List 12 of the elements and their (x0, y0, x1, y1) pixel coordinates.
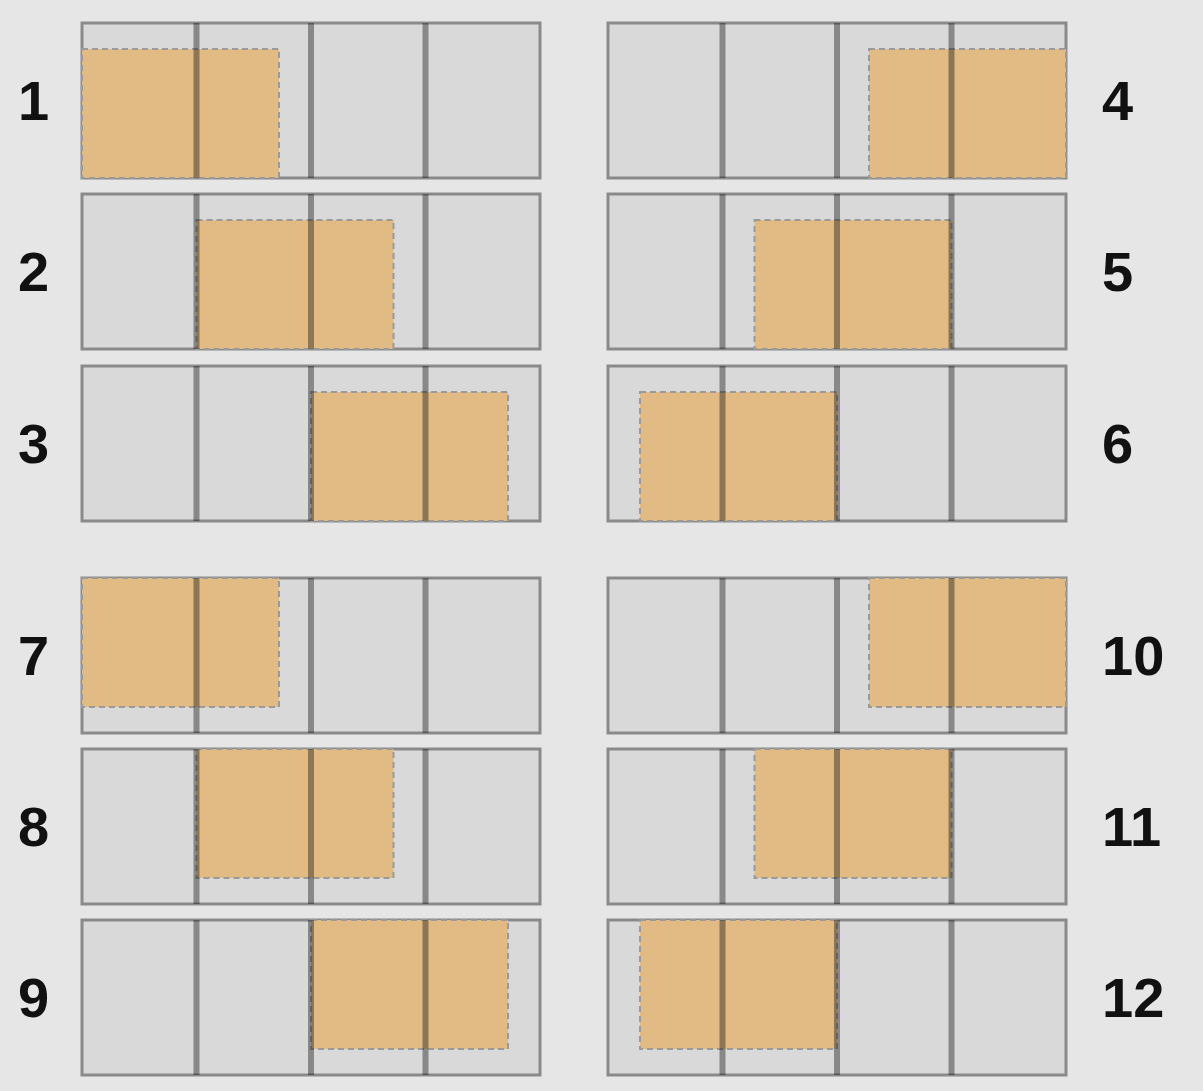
step-number: 12 (1102, 968, 1165, 1028)
step-number: 5 (1102, 242, 1134, 302)
step-number: 1 (18, 71, 50, 131)
step-number: 11 (1102, 797, 1162, 857)
step-number: 8 (18, 797, 50, 857)
step-number: 7 (18, 626, 50, 686)
step-number: 2 (18, 242, 50, 302)
step-number: 10 (1102, 626, 1165, 686)
step-number: 6 (1102, 414, 1134, 474)
step-number: 4 (1102, 71, 1134, 131)
step-number: 3 (18, 414, 50, 474)
step-number: 9 (18, 968, 50, 1028)
